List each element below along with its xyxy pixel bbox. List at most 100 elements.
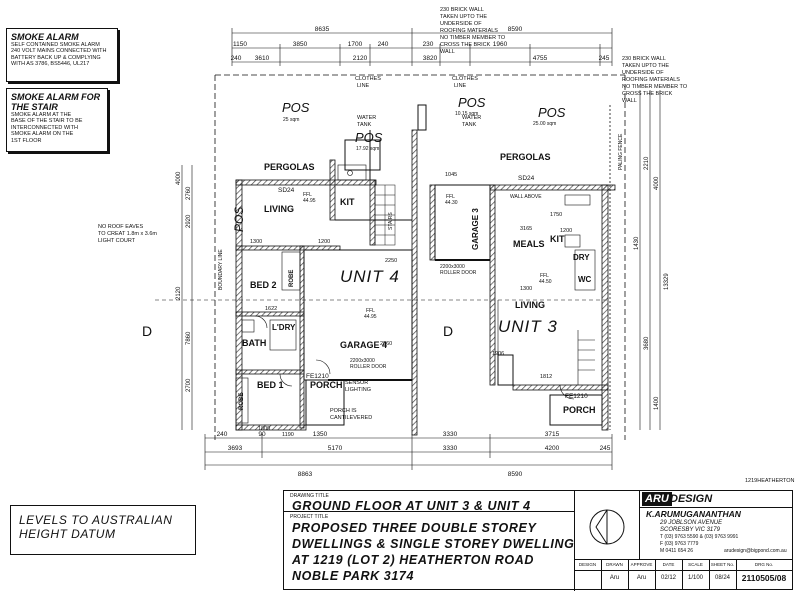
val-scale: 1/100 — [687, 575, 703, 581]
unit4-clothes-line-1: CLOTHES — [355, 76, 381, 82]
unit4-bed2: BED 2 — [250, 280, 277, 290]
unit3-roller-1: 2200x3000 — [440, 264, 465, 270]
val-approve: Aru — [636, 575, 647, 581]
unit3-porch: PORCH — [563, 405, 596, 415]
svg-text:CROSS THE BRICK: CROSS THE BRICK — [622, 91, 673, 97]
drawing-title-label: DRAWING TITLE — [290, 493, 329, 499]
svg-text:1622: 1622 — [265, 306, 277, 312]
project-line-3: AT 1219 (LOT 2) HEATHERTON ROAD — [292, 553, 535, 567]
unit4-garage-ffl-2: 44.95 — [364, 314, 377, 320]
svg-text:3165: 3165 — [520, 226, 532, 232]
unit4-robe2: ROBE — [239, 393, 245, 410]
dim-top-r3-5: 245 — [599, 55, 610, 62]
project-line-4: NOBLE PARK 3174 — [292, 569, 414, 583]
drawing-title: GROUND FLOOR AT UNIT 3 & UNIT 4 — [292, 499, 531, 513]
left-side-dim-texts: 4000 2760 2920 2120 7860 2700 — [176, 171, 192, 392]
svg-text:230 BRICK WALL: 230 BRICK WALL — [440, 7, 484, 13]
svg-text:1300: 1300 — [520, 286, 532, 292]
section-mark-mid: D — [443, 323, 453, 339]
dim-right-2: 2210 — [644, 156, 650, 170]
aru-logo-mark — [589, 509, 625, 545]
unit4-bed1: BED 1 — [257, 380, 284, 390]
svg-text:230 BRICK WALL: 230 BRICK WALL — [622, 56, 666, 62]
unit4-garage-ffl-1: FFL — [366, 308, 375, 314]
svg-text:1906: 1906 — [492, 351, 504, 357]
designer-mobile: M 0411 654 26 — [660, 548, 693, 554]
dim-top-r3-0: 240 — [231, 55, 242, 62]
unit4-roller-1: 2200x3000 — [350, 358, 375, 364]
brick-wall-note-top: 230 BRICK WALL TAKEN UPTO THE UNDERSIDE … — [440, 7, 506, 55]
hdr-scale: SCALE — [688, 562, 703, 567]
dim-left-0: 4000 — [176, 171, 182, 185]
unit3-water-tank-1: WATER — [462, 115, 481, 121]
unit4-sd24: SD24 — [278, 187, 295, 194]
unit3-fe: FE1210 — [565, 393, 588, 400]
dim-bot-r2-0: 240 — [217, 431, 228, 438]
project-line-2: DWELLINGS & SINGLE STOREY DWELLING — [292, 537, 575, 551]
misc-dimension-texts: 1300 1200 1622 1809 1190 1750 1300 3165 … — [250, 172, 572, 438]
unit4-water-tank-2: TANK — [357, 122, 372, 128]
dim-top-r2-4: 230 — [423, 41, 434, 48]
dim-top-r3-1: 3610 — [255, 55, 270, 62]
unit3-roller-2: ROLLER DOOR — [440, 270, 477, 276]
unit4-roller-2: ROLLER DOOR — [350, 364, 387, 370]
dim-bot-r1-4: 245 — [600, 445, 611, 452]
svg-text:ROOFING MATERIALS: ROOFING MATERIALS — [440, 28, 498, 34]
dim-left-3: 2120 — [176, 286, 182, 300]
boundary-lines — [214, 74, 626, 440]
dim-left-4: 7860 — [186, 331, 192, 345]
unit3-pos-right-area: 25.00 sqm — [533, 121, 556, 127]
brand-aru: ARU — [642, 492, 672, 506]
section-mark-left: D — [142, 323, 152, 339]
unit4-label: UNIT 4 — [340, 267, 400, 286]
dim-top-r3-3: 3820 — [423, 55, 438, 62]
unit4-walls — [235, 159, 377, 431]
svg-text:1812: 1812 — [540, 374, 552, 380]
unit3-living: LIVING — [515, 300, 545, 310]
hdr-drawn: DRAWN — [606, 562, 623, 567]
dim-bottom-overall-right: 8590 — [508, 471, 523, 478]
dim-top-overall: 8635 — [315, 26, 330, 33]
svg-text:1045: 1045 — [445, 172, 457, 178]
svg-text:1750: 1750 — [550, 212, 562, 218]
dim-top-r2-2: 1700 — [348, 41, 363, 48]
dim-top-r2-5: 1960 — [493, 41, 508, 48]
dim-bot-r2-2: 90 — [258, 431, 266, 438]
dim-bot-r2-4: 3715 — [545, 431, 560, 438]
hdr-date: DATE — [662, 562, 675, 567]
unit3-kit: KIT — [550, 234, 565, 244]
svg-text:NO ROOF EAVES: NO ROOF EAVES — [98, 224, 143, 230]
svg-text:1200: 1200 — [560, 228, 572, 234]
unit4-pos-side: POS — [232, 207, 246, 232]
unit3-clothes-line-1: CLOTHES — [452, 76, 478, 82]
hdr-sheet: SHEET No. — [710, 562, 735, 567]
unit3-ffl-kit-2: 44.50 — [539, 279, 552, 285]
unit4-labels: POS 25 sqm POS 17.92 sqm POS CLOTHES LIN… — [232, 76, 400, 421]
svg-text:UNDERSIDE OF: UNDERSIDE OF — [622, 70, 664, 76]
smoke-alarm-stair-title-2: THE STAIR — [11, 102, 58, 112]
top-dimension-texts: 8635 8590 1150 3850 1700 240 230 1960 24… — [231, 26, 610, 62]
dim-right-0: 13329 — [664, 273, 670, 290]
unit3-garage: GARAGE 3 — [471, 208, 480, 250]
unit3-ffl-1: FFL — [446, 194, 455, 200]
unit3-clothes-line-2: LINE — [454, 83, 467, 89]
brick-wall-note-right: 230 BRICK WALL TAKEN UPTO THE UNDERSIDE … — [622, 56, 688, 104]
svg-text:UNDERSIDE OF: UNDERSIDE OF — [440, 21, 482, 27]
svg-text:NO TIMBER MEMBER TO: NO TIMBER MEMBER TO — [622, 84, 688, 90]
dim-top-r2-1: 3850 — [293, 41, 308, 48]
sensor-lighting-1: SENSOR — [345, 380, 368, 386]
dim-bot-r2-3: 3330 — [443, 431, 458, 438]
unit3-pos-right: POS — [538, 105, 566, 120]
svg-text:1300: 1300 — [250, 239, 262, 245]
unit4-pos-mid: POS — [355, 130, 383, 145]
unit4-pos-left-area: 25 sqm — [283, 117, 299, 123]
unit4-pergolas: PERGOLAS — [264, 162, 315, 172]
bottom-dimension-lines — [204, 434, 613, 470]
unit4-fe: FE1210 — [306, 373, 329, 380]
side-dimension-lines — [181, 90, 661, 430]
designer-phone: T (03) 9763 5590 & (03) 9763 9991 — [660, 534, 739, 540]
unit4-pos-left: POS — [282, 100, 310, 115]
dim-bot-r1-2: 3330 — [443, 445, 458, 452]
dim-left-5: 2700 — [186, 378, 192, 392]
sensor-lighting-2: LIGHTING — [345, 387, 371, 393]
